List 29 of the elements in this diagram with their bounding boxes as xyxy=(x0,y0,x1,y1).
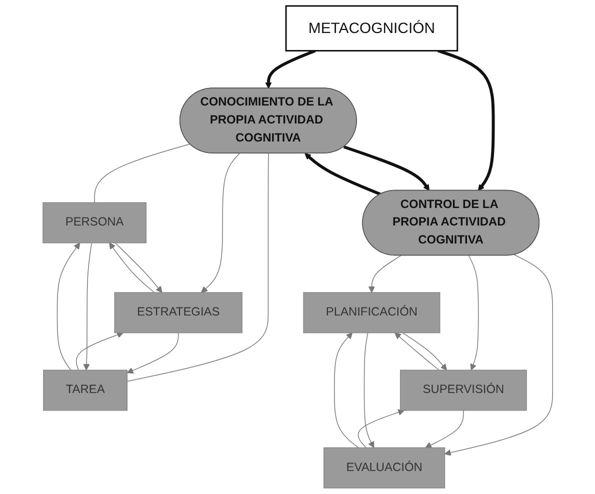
arrow xyxy=(200,152,240,293)
arrow xyxy=(334,332,358,448)
arrow xyxy=(468,255,478,370)
node-box: ESTRATEGIAS xyxy=(114,292,242,334)
arrow xyxy=(343,145,430,191)
arrow xyxy=(444,254,553,456)
arrow xyxy=(56,242,80,370)
node-box: EVALUACIÓN xyxy=(323,447,445,488)
node-box: PLANIFICACIÓN xyxy=(302,292,440,334)
arrow xyxy=(126,332,178,374)
arrow xyxy=(358,409,404,448)
node-box: METACOGNICIÓN xyxy=(284,5,458,52)
node-box: SUPERVISIÓN xyxy=(400,370,527,411)
arrow xyxy=(304,153,381,196)
arrow xyxy=(364,332,374,448)
arrow xyxy=(437,49,494,191)
arrow xyxy=(114,242,162,293)
arrow xyxy=(108,242,154,293)
arrow xyxy=(394,332,440,370)
node-box: TAREA xyxy=(42,370,128,411)
arrow xyxy=(402,332,447,370)
node-box: PERSONA xyxy=(42,202,146,244)
connector xyxy=(126,152,269,382)
arrow xyxy=(76,332,124,370)
arrow xyxy=(368,255,401,293)
arrow xyxy=(82,242,92,370)
connector xyxy=(94,144,190,203)
arrow xyxy=(424,410,464,448)
arrow xyxy=(264,49,316,89)
